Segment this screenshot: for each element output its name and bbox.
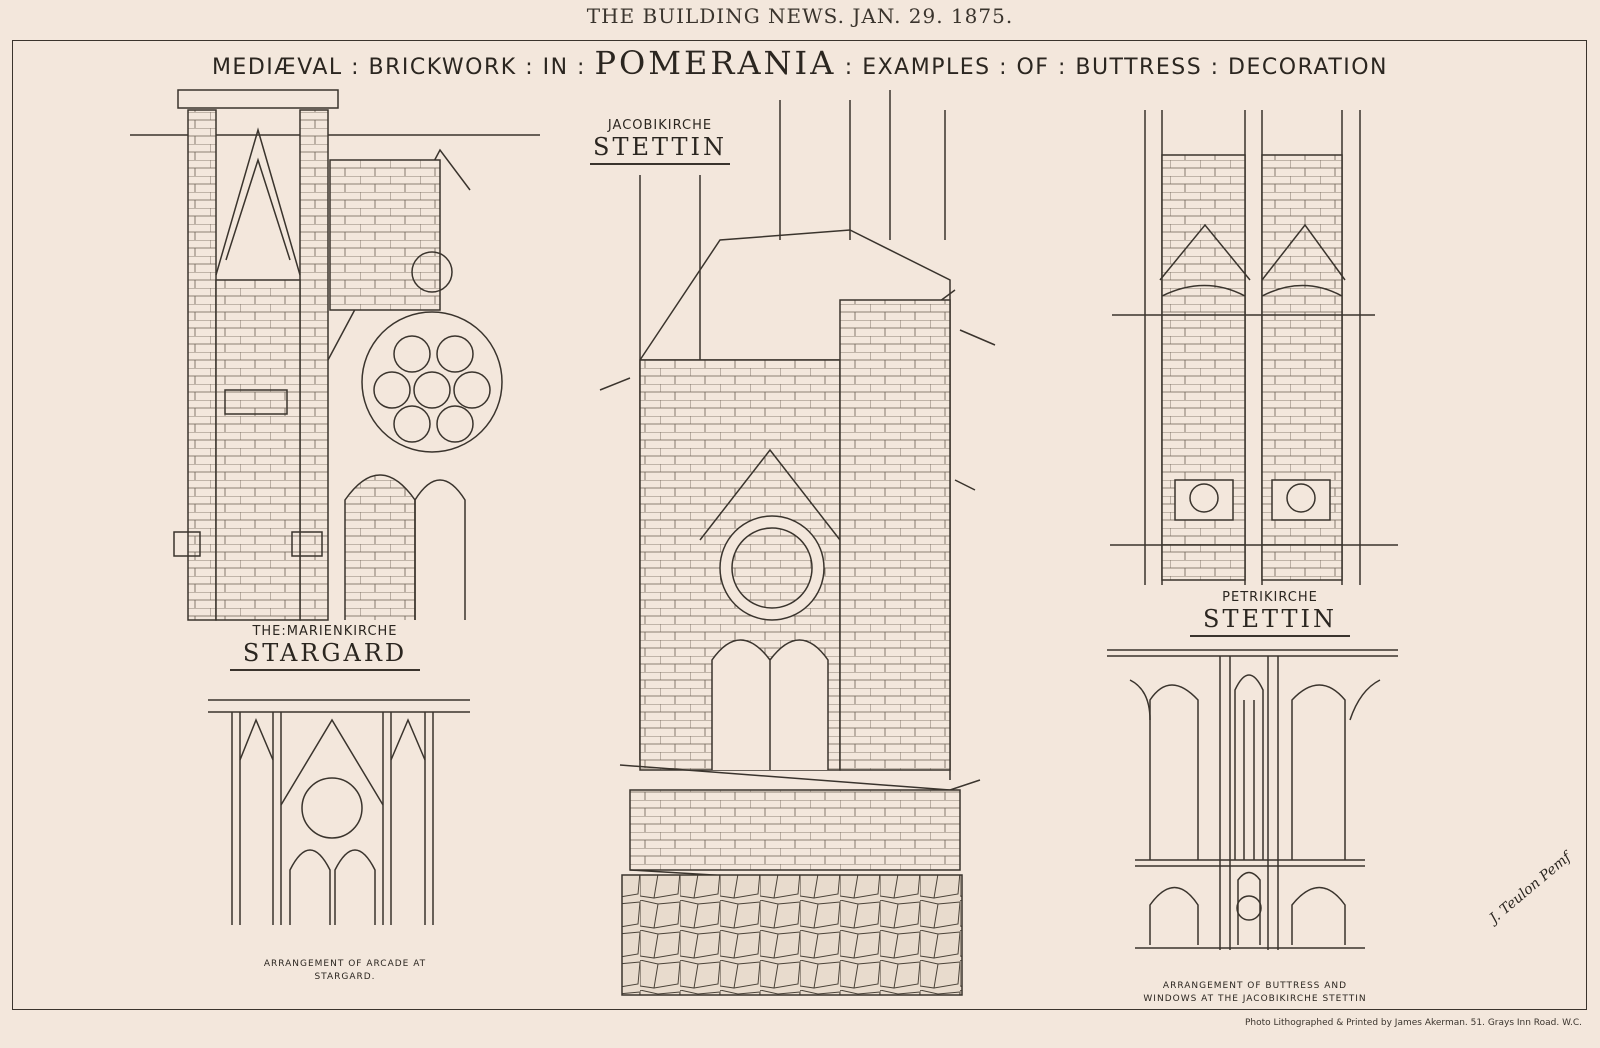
label-marienkirche-name: THE:MARIENKIRCHE — [252, 624, 398, 639]
printer-credit: Photo Lithographed & Printed by James Ak… — [1244, 1018, 1582, 1028]
plate-title: MEDIÆVAL : BRICKWORK : IN : POMERANIA : … — [0, 44, 1600, 82]
label-marienkirche: THE:MARIENKIRCHE STARGARD — [230, 624, 420, 671]
marienkirche-buttress-drawing — [130, 89, 540, 621]
caption-jacobikirche-line-1: ARRANGEMENT OF BUTTRESS AND — [1162, 981, 1348, 991]
caption-jacobikirche-windows: ARRANGEMENT OF BUTTRESS AND WINDOWS AT T… — [1120, 980, 1390, 1006]
label-petrikirche: PETRIKIRCHE STETTIN — [1190, 590, 1350, 637]
petrikirche-buttress-drawing — [1110, 110, 1398, 585]
caption-jacobikirche-line-2: WINDOWS AT THE JACOBIKIRCHE STETTIN — [1143, 994, 1367, 1004]
label-marienkirche-place: STARGARD — [230, 639, 420, 671]
caption-stargard-line-1: ARRANGEMENT OF ARCADE AT — [263, 959, 427, 969]
jacobikirche-buttress-drawing — [599, 90, 996, 996]
stargard-arcade-elevation — [208, 699, 470, 925]
plate-border — [12, 40, 1587, 1010]
title-part-2: POMERANIA — [594, 44, 837, 82]
publication-header: THE BUILDING NEWS. JAN. 29. 1875. — [586, 4, 1014, 28]
title-part-1: MEDIÆVAL : BRICKWORK : IN : — [211, 55, 586, 80]
label-petrikirche-place: STETTIN — [1190, 605, 1350, 637]
title-part-3: : EXAMPLES : OF : BUTTRESS : DECORATION — [844, 55, 1389, 80]
rose-window-lobes — [373, 335, 491, 443]
label-jacobikirche-place: STETTIN — [590, 133, 730, 165]
label-jacobikirche: JACOBIKIRCHE STETTIN — [590, 118, 730, 165]
caption-stargard-line-2: STARGARD. — [314, 972, 376, 982]
jacobikirche-window-elevation — [1107, 649, 1398, 950]
label-petrikirche-name: PETRIKIRCHE — [1222, 590, 1318, 605]
label-jacobikirche-name: JACOBIKIRCHE — [607, 118, 713, 133]
caption-stargard-arcade: ARRANGEMENT OF ARCADE AT STARGARD. — [250, 958, 440, 984]
